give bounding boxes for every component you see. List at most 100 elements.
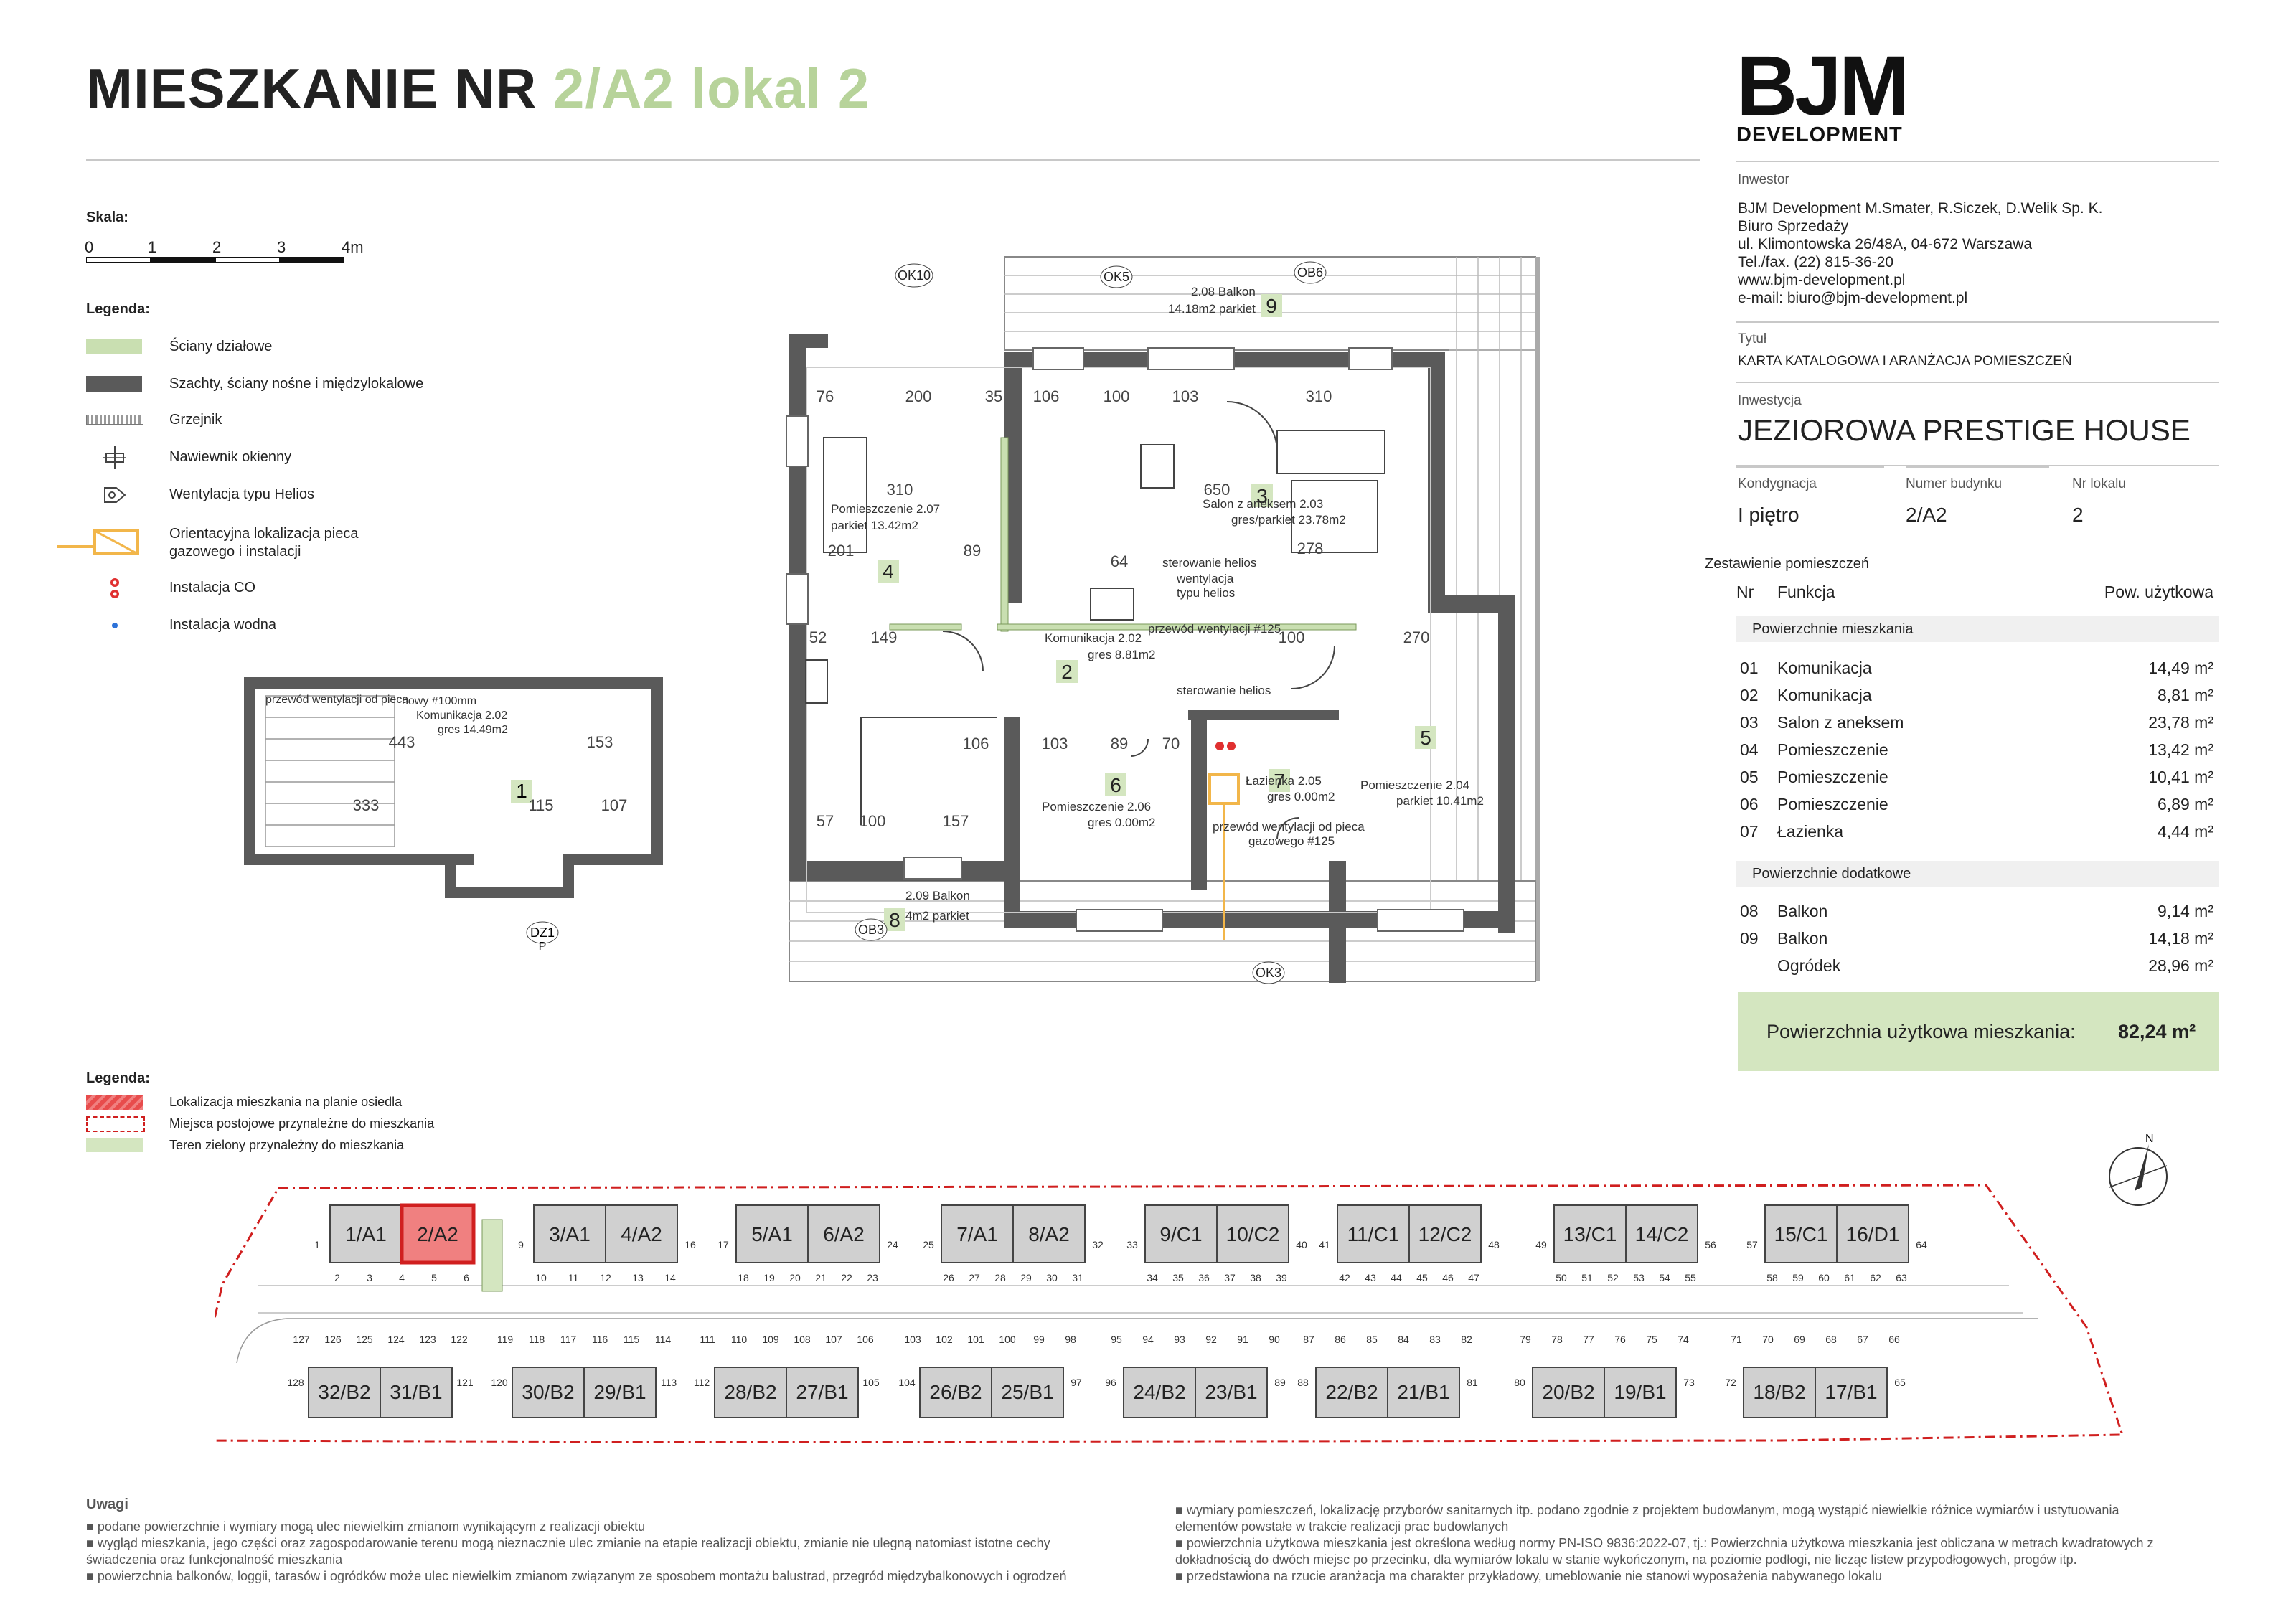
parking-spot: 112 [694,1377,710,1388]
section-main: Powierzchnie mieszkania [1736,616,2219,642]
parking-spot: 6 [464,1272,469,1283]
scale-bar: 0 1 2 3 4m [85,238,387,267]
parking-spot: 31 [1072,1272,1083,1283]
parking-spot: 117 [560,1334,577,1345]
scale-tick: 3 [277,238,286,256]
heating-icon [110,578,119,598]
parking-spot: 11 [568,1272,579,1283]
svg-text:100: 100 [860,812,886,830]
svg-text:nowy #100mm: nowy #100mm [402,695,476,707]
investor-line: ul. Klimontowska 26/48A, 04-672 Warszawa [1738,236,2033,253]
svg-text:76: 76 [817,387,834,405]
site-unit-label: 19/B1 [1614,1381,1666,1403]
legend-label: Teren zielony przynależny do mieszkania [169,1138,405,1152]
wall-east [1498,595,1515,933]
room-label: gres 0.00m2 [1088,816,1156,829]
total-area-box: Powierzchnia użytkowa mieszkania: 82,24 … [1738,992,2219,1071]
parking-spot: 25 [923,1239,934,1250]
site-unit-label: 9/C1 [1159,1223,1202,1245]
site-unit [329,1204,403,1263]
total-area-label: Powierzchnia użytkowa mieszkania: [1766,1021,2076,1042]
room-number-2: 2 [1061,661,1073,683]
svg-text:100: 100 [1279,628,1305,646]
room-number-4: 4 [883,560,894,583]
parking-spot: 28 [994,1272,1006,1283]
row-nr: 04 [1740,740,1759,759]
svg-text:333: 333 [353,796,380,814]
room-label: Łazienka 2.05 [1246,774,1322,788]
note-line: ■ powierzchnia użytkowa mieszkania jest … [1175,1536,2154,1550]
parking-spot: 122 [451,1334,468,1345]
svg-text:115: 115 [528,796,553,814]
investor-website: www.bjm-development.pl [1738,272,1906,288]
parking-spot: 30 [1046,1272,1058,1283]
svg-text:52: 52 [809,628,827,646]
parking-spot: 24 [887,1239,898,1250]
green-area-swatch [86,1138,144,1152]
parking-spot: 74 [1678,1334,1689,1345]
parking-spot: 51 [1581,1272,1593,1283]
parking-spot: 105 [862,1377,880,1388]
parking-spot: 19 [763,1272,775,1283]
site-unit [1337,1204,1410,1263]
parking-spot: 123 [419,1334,436,1345]
row-function: Pomieszczenie [1777,768,1888,786]
investor-block: BJM Development M.Smater, R.Siczek, D.We… [1738,199,2102,307]
site-unit-label: 8/A2 [1028,1223,1070,1245]
room-label: Pomieszczenie 2.06 [1042,800,1151,814]
legend-label: Wentylacja typu Helios [169,486,314,502]
parking-spot: 86 [1335,1334,1346,1345]
note-line: ■ podane powierzchnie i wymiary mogą ule… [86,1519,646,1534]
legend-label: Szachty, ściany nośne i międzylokalowe [169,376,424,392]
site-unit [308,1367,381,1418]
parking-spot: 72 [1725,1377,1736,1388]
room-label: Pomieszczenie 2.07 [831,502,940,516]
parking-spot: 93 [1174,1334,1185,1345]
parking-spot: 115 [624,1334,640,1345]
parking-spot: 35 [1172,1272,1184,1283]
parking-spot: 85 [1366,1334,1378,1345]
svg-text:89: 89 [1111,735,1128,753]
door-tag: DZ1 [530,925,555,940]
parking-spot: 103 [904,1334,921,1345]
parking-spot: 71 [1731,1334,1742,1345]
row-area: 23,78 m² [2148,713,2213,732]
site-unit-label: 4/A2 [621,1223,662,1245]
parking-spot: 2 [334,1272,340,1283]
site-unit-label: 24/B2 [1133,1381,1185,1403]
row-area: 28,96 m² [2148,956,2213,975]
note-line: ■ powierzchnia balkonów, loggii, tarasów… [86,1569,1067,1583]
parking-spot: 118 [529,1334,545,1345]
site-unit [400,1203,476,1265]
parking-spot: 60 [1818,1272,1830,1283]
green-area [481,1219,503,1292]
parking-spot: 100 [999,1334,1016,1345]
divider [1736,321,2219,323]
svg-text:201: 201 [828,542,855,560]
parking-spot: 26 [943,1272,954,1283]
load-bearing-wall-swatch [86,376,142,392]
room-label: gres/parkiet 23.78m2 [1231,513,1346,527]
parking-spot: 108 [794,1334,811,1345]
partition-wall-swatch [86,339,142,354]
plan-note: przewód wentylacji #125 [1148,622,1281,636]
window-tag: OK5 [1104,270,1129,284]
logo-mark: BJM [1736,39,1909,133]
site-unit-label: 3/A1 [549,1223,591,1245]
notes-heading: Uwagi [86,1496,128,1512]
site-unit-label: 30/B2 [522,1381,574,1403]
parking-spot: 48 [1488,1239,1500,1250]
radiator-icon [86,415,144,425]
site-unit-label: 21/B1 [1397,1381,1449,1403]
svg-text:Komunikacja 2.02: Komunikacja 2.02 [416,709,507,722]
investment-heading: Inwestycja [1738,393,1802,408]
site-unit [605,1204,678,1263]
svg-text:310: 310 [887,481,913,499]
parking-spot: 47 [1468,1272,1479,1283]
building-label: Numer budynku [1906,476,2003,491]
partition-wall [1000,437,1009,632]
svg-text:57: 57 [817,812,834,830]
site-unit-label: 28/B2 [724,1381,776,1403]
svg-text:149: 149 [871,628,898,646]
parking-spot: 64 [1916,1239,1927,1250]
